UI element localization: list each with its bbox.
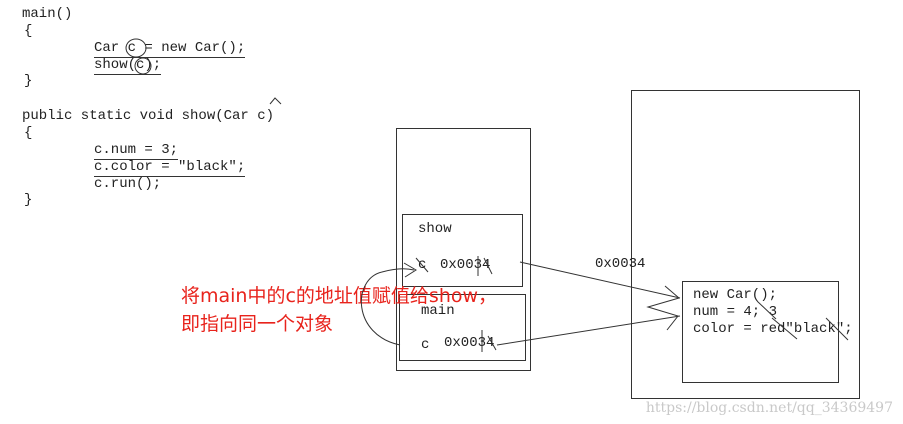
annotation-line-1: 将main中的c的地址值赋值给show， [181,285,498,307]
heap-region [631,90,860,399]
main-frame-label: main [421,303,455,319]
code-main-line-1: Car c = new Car(); [94,40,246,58]
code-show-line-3: c.run(); [94,176,162,192]
code-show-signature: public static void show(Car c) [22,108,275,124]
show-frame-label: show [418,221,452,237]
code-show-line-2: c.color = "black"; [94,159,246,177]
code-show-close-brace: } [24,192,33,208]
caret-mark [269,97,282,105]
watermark: https://blog.csdn.net/qq_34369497 [645,400,893,416]
car-object-line-2: num = 4; 3 [693,304,778,320]
stack-region [396,128,531,371]
code-main-signature: main() [22,6,73,22]
code-show-line-1: c.num = 3; [94,142,179,160]
code-main-open-brace: { [24,23,33,39]
show-frame-value: 0x0034 [440,257,491,273]
code-show-open-brace: { [24,125,33,141]
car-object-line-3: color = red"black"; [693,321,853,337]
annotation-line-2: 即指向同一个对象 [181,313,334,335]
code-main-close-brace: } [24,73,33,89]
show-frame [402,214,523,287]
car-object-line-1: new Car(); [693,287,778,303]
heap-address-label: 0x0034 [595,256,646,272]
main-frame-value: 0x0034 [444,335,495,351]
code-main-line-2: show(c); [94,57,162,75]
main-frame-var: c [421,337,430,353]
show-frame-var: c [418,257,427,273]
